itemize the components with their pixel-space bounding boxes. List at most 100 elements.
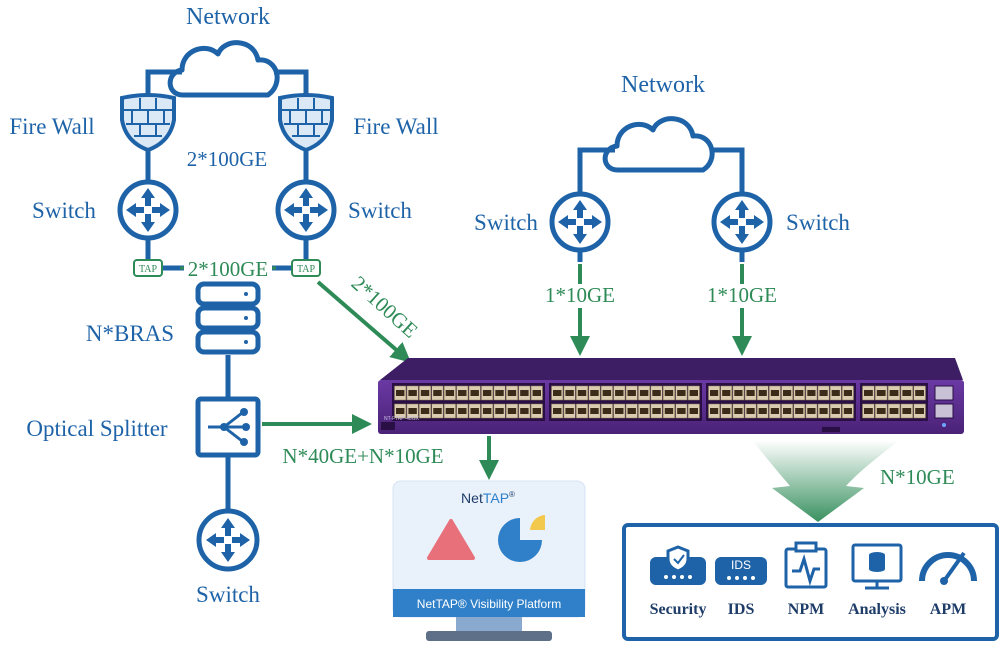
- sfp-port-slot: [807, 390, 816, 396]
- sfp-port-slot: [677, 390, 686, 396]
- sfp-port-slot: [746, 390, 755, 396]
- device-usb-port: [822, 427, 840, 432]
- sfp-port-slot: [445, 390, 455, 396]
- device-logo-badge: [381, 422, 395, 430]
- sfp-port-slot: [396, 390, 405, 396]
- triangle-icon: [427, 519, 475, 560]
- pie-slice-icon: [530, 515, 545, 530]
- sfp-port-slot: [710, 408, 719, 414]
- apm-gauge-icon: [919, 551, 977, 585]
- sfp-port-slot: [664, 390, 674, 396]
- sfp-port-slot: [795, 390, 804, 396]
- sfp-port-slot: [627, 390, 636, 396]
- switch-right-label: Switch: [348, 198, 412, 223]
- sfp-port-slot: [507, 390, 517, 396]
- sfp-port-slot: [615, 390, 624, 396]
- tap-link-label-bg: [184, 257, 272, 279]
- sfp-port-slot: [689, 408, 698, 414]
- sfp-port-slot: [590, 390, 599, 396]
- sfp-port-slot: [408, 408, 417, 414]
- sfp-port-slot: [889, 408, 899, 414]
- sfp-port-slot: [864, 408, 873, 414]
- bras-server-icon: [195, 281, 261, 355]
- security-appliance-icon: [650, 545, 706, 585]
- ids-badge-text: IDS: [731, 558, 751, 572]
- sfp-port-slot: [915, 408, 924, 414]
- sfp-port-slot: [770, 390, 779, 396]
- sfp-port-slot: [565, 390, 574, 396]
- firewall-left-label: Fire Wall: [9, 114, 94, 139]
- tool-label: IDS: [728, 601, 755, 618]
- sfp-port-slot: [819, 390, 828, 396]
- sfp-port-slot: [710, 390, 719, 396]
- sfp-port-slot: [532, 408, 541, 414]
- optical-splitter-icon: [195, 396, 261, 458]
- device-model-text: NT-FTAP-48GX: [384, 416, 420, 422]
- right-switch-right-label: Switch: [786, 210, 850, 235]
- right-network-label: Network: [621, 72, 705, 98]
- right-left-link-bg: [540, 284, 620, 308]
- monitor-neck: [456, 617, 522, 631]
- sfp-port-slot: [902, 390, 912, 396]
- packet-broker-device: NT-FTAP-48GX: [378, 358, 964, 434]
- sfp-port-slot: [795, 408, 804, 414]
- right-right-link-label: 1*10GE: [707, 283, 777, 307]
- sfp-port-slot: [758, 408, 767, 414]
- firewall-link-label: 2*100GE: [187, 147, 268, 171]
- sfp-port-slot: [590, 408, 599, 414]
- sfp-port-slot: [602, 390, 612, 396]
- sfp-port-slot: [532, 390, 541, 396]
- sfp-port-slot: [783, 408, 792, 414]
- sfp-port-slot: [677, 408, 686, 414]
- sfp-port-slot: [433, 390, 442, 396]
- visibility-platform-monitor: NetTAP® NetTAP® Visibility Platform: [392, 480, 586, 641]
- sfp-port-slot: [876, 408, 886, 414]
- sfp-port-slot: [639, 390, 649, 396]
- tools-row: Security IDS IDS NPM Analysis APM: [650, 541, 977, 618]
- bras-label: N*BRAS: [86, 321, 174, 346]
- tool-label: NPM: [788, 601, 824, 618]
- sfp-port-slot: [652, 390, 661, 396]
- sfp-port-slot: [458, 390, 467, 396]
- network-cloud-icon: [167, 40, 280, 98]
- sfp-port-slot: [746, 408, 755, 414]
- tool-label: Security: [650, 601, 707, 618]
- device-top-face: [380, 358, 963, 380]
- sfp-port-slot: [577, 390, 587, 396]
- sfp-port-slot: [495, 390, 504, 396]
- sfp-port-slot: [819, 408, 828, 414]
- switch-left-label: Switch: [32, 198, 96, 223]
- svg-text:TAP: TAP: [297, 264, 316, 275]
- monitor-stand-base: [426, 631, 552, 641]
- sfp-port-slot: [445, 408, 455, 414]
- sfp-port-slot: [420, 390, 430, 396]
- sfp-port-slot: [627, 408, 636, 414]
- sfp-port-slot: [520, 390, 529, 396]
- right-network-cloud-icon: [602, 116, 715, 173]
- bottom-switch-label: Switch: [196, 582, 260, 607]
- network-label: Network: [186, 4, 270, 30]
- output-cone-arrow: [752, 440, 900, 522]
- sfp-port-slot: [615, 408, 624, 414]
- tap-right: TAP: [291, 259, 321, 277]
- monitor-platform-label: NetTAP® Visibility Platform: [417, 597, 561, 611]
- tap-left: TAP: [133, 259, 163, 277]
- tool-label: APM: [930, 601, 966, 618]
- ids-appliance-icon: IDS: [715, 557, 767, 585]
- sfp-port-slot: [639, 408, 649, 414]
- tap-link-label: 2*100GE: [188, 257, 269, 281]
- sfp-port-slot: [902, 408, 912, 414]
- tap-to-device-label: 2*100GE: [347, 271, 423, 343]
- sfp-port-slot: [565, 408, 574, 414]
- tap-to-device-arrow: [316, 280, 412, 363]
- sfp-port-slot: [553, 408, 562, 414]
- sfp-port-slot: [602, 408, 612, 414]
- tool-label: Analysis: [848, 601, 906, 618]
- sfp-port-slot: [689, 390, 698, 396]
- analysis-icon: [851, 543, 903, 590]
- sfp-port-slot: [864, 390, 873, 396]
- sfp-port-slot: [664, 408, 674, 414]
- sfp-port-slot: [734, 390, 743, 396]
- switch-right-icon: [275, 179, 337, 241]
- firewall-right-label: Fire Wall: [353, 114, 438, 139]
